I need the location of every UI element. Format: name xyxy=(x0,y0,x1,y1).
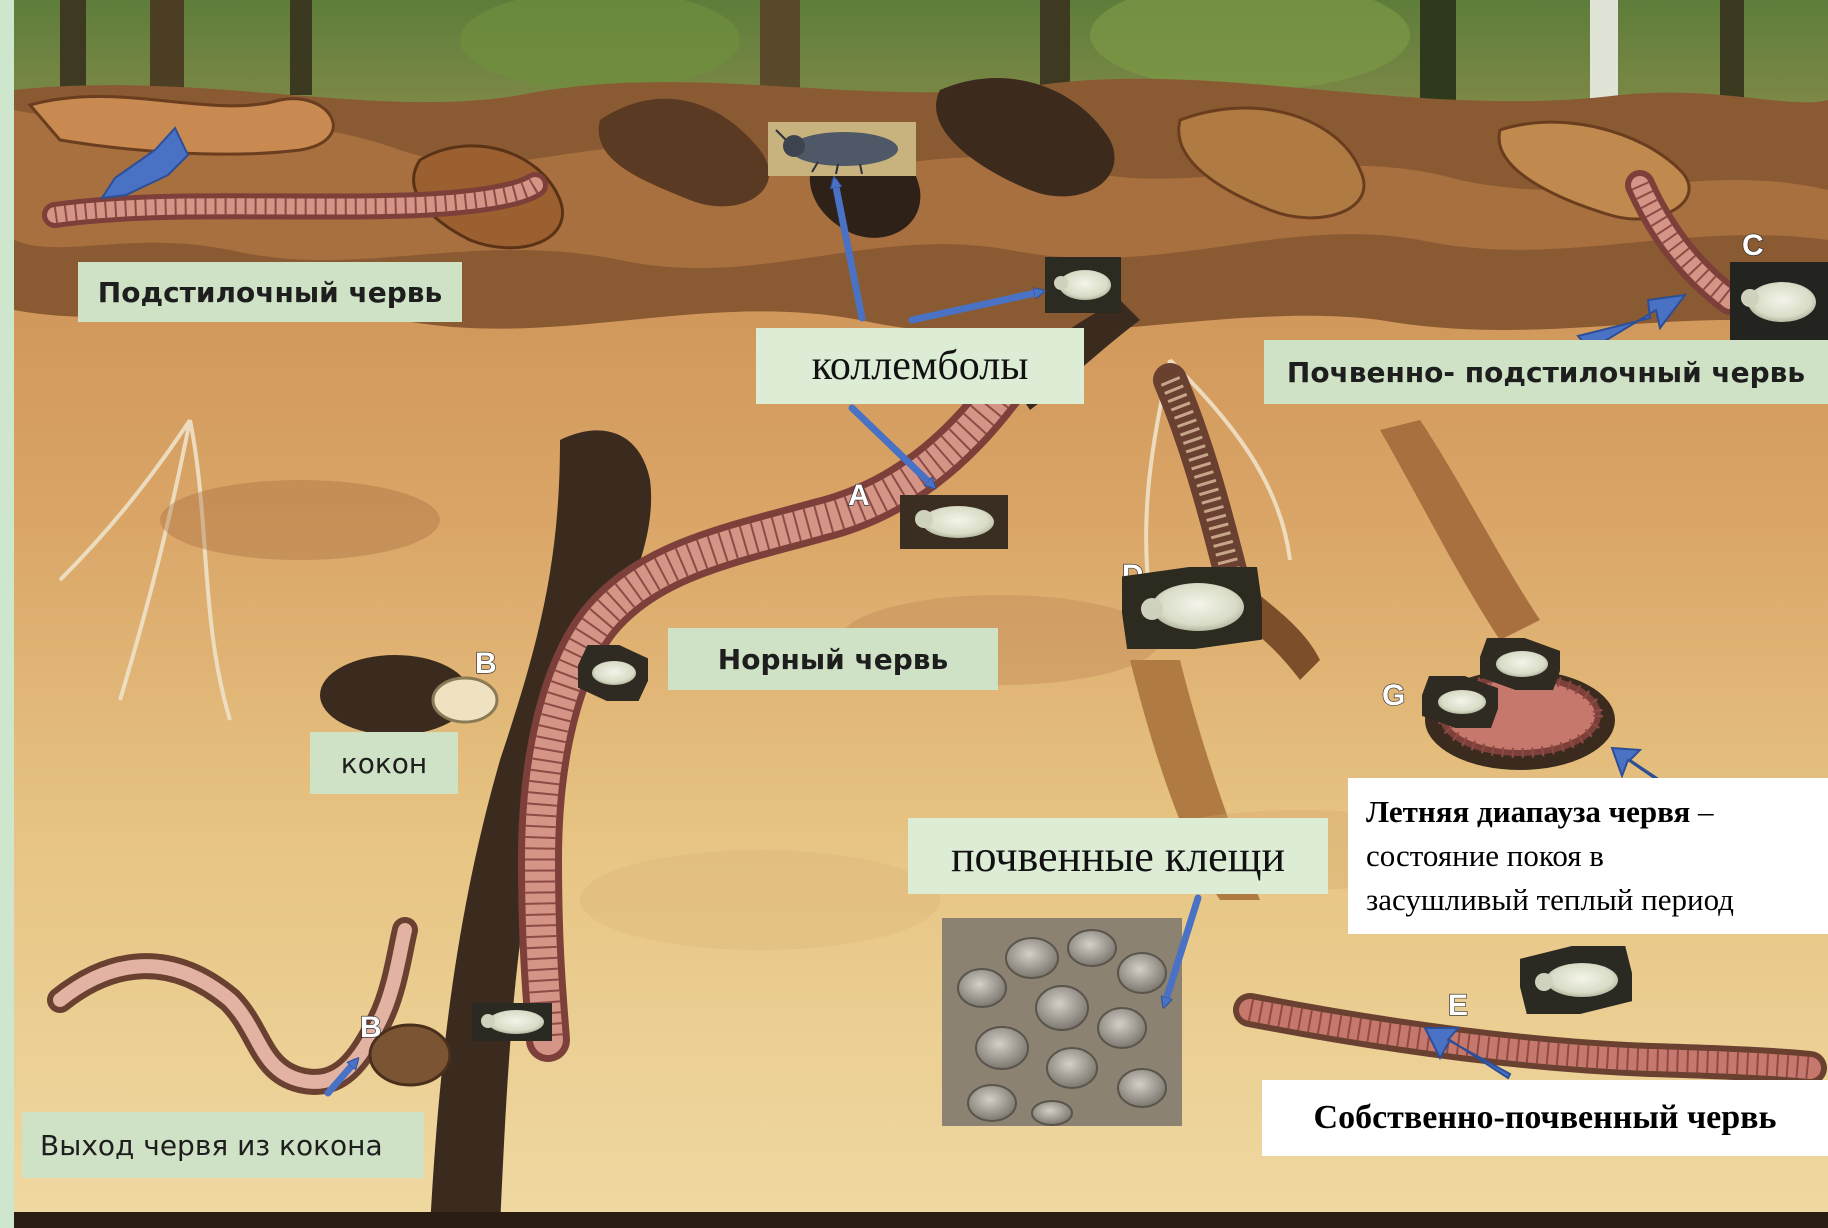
arrow-collembola-to-top xyxy=(835,182,862,318)
diapause-term: Летняя диапауза червя xyxy=(1366,794,1690,829)
diapause-line-2: состояние покоя в xyxy=(1366,834,1604,878)
arrow-exit-cocoon xyxy=(328,1062,355,1093)
label-collembola: коллемболы xyxy=(756,328,1084,404)
diapause-title-line: Летняя диапауза червя – xyxy=(1366,790,1714,834)
label-soil-litter-worm: Почвенно- подстилочный червь xyxy=(1264,340,1828,404)
diapause-dash: – xyxy=(1690,794,1713,829)
label-litter-worm: Подстилочный червь xyxy=(78,262,462,322)
arrow-collembola-to-a xyxy=(852,408,932,485)
arrow-mites xyxy=(1165,898,1198,1003)
label-worm-exit: Выход червя из кокона xyxy=(22,1112,424,1178)
label-soil-mites: почвенные клещи xyxy=(908,818,1328,894)
arrow-diapause xyxy=(1612,748,1660,782)
label-true-soil-worm: Собственно-почвенный червь xyxy=(1262,1080,1828,1156)
arrow-litter-worm xyxy=(102,128,188,198)
label-burrow-worm: Норный червь xyxy=(668,628,998,690)
diapause-line-3: засушливый теплый период xyxy=(1366,878,1734,922)
arrow-true-soil-worm xyxy=(1425,1028,1510,1078)
arrow-collembola-to-litter xyxy=(912,292,1040,320)
label-summer-diapause: Летняя диапауза червя – состояние покоя … xyxy=(1348,778,1828,934)
label-cocoon: кокон xyxy=(310,732,458,794)
